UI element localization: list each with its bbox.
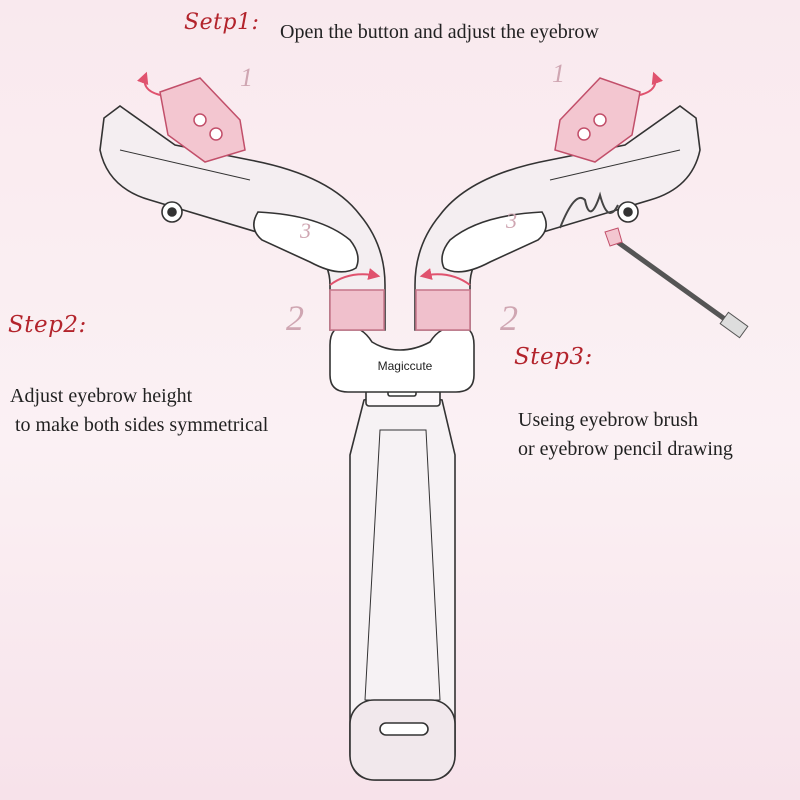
center-hub: Magiccute bbox=[329, 325, 475, 393]
marker-1-right: 1 bbox=[552, 59, 565, 88]
step3-title: Step3: bbox=[514, 344, 593, 370]
marker-3-right: 3 bbox=[505, 208, 517, 233]
step1-title: Setp1: bbox=[184, 10, 260, 35]
right-arm bbox=[414, 105, 701, 331]
right-clip bbox=[554, 77, 641, 163]
left-arm bbox=[99, 105, 386, 331]
marker-1-left: 1 bbox=[240, 63, 253, 92]
step3-text: Useing eyebrow brush or eyebrow pencil d… bbox=[518, 409, 733, 460]
adjust-arrows bbox=[137, 71, 663, 286]
step2-title: Step2: bbox=[8, 312, 87, 338]
left-clip bbox=[159, 77, 246, 163]
step2-text: Adjust eyebrow height to make both sides… bbox=[10, 385, 269, 436]
brand-label: Magiccute bbox=[378, 359, 433, 373]
marker-2-right: 2 bbox=[500, 298, 518, 338]
marker-3-left: 3 bbox=[299, 218, 311, 243]
handle bbox=[349, 381, 456, 781]
marker-2-left: 2 bbox=[286, 298, 304, 338]
eyebrow-pencil bbox=[559, 191, 749, 339]
step1-text: Open the button and adjust the eyebrow bbox=[280, 21, 599, 43]
